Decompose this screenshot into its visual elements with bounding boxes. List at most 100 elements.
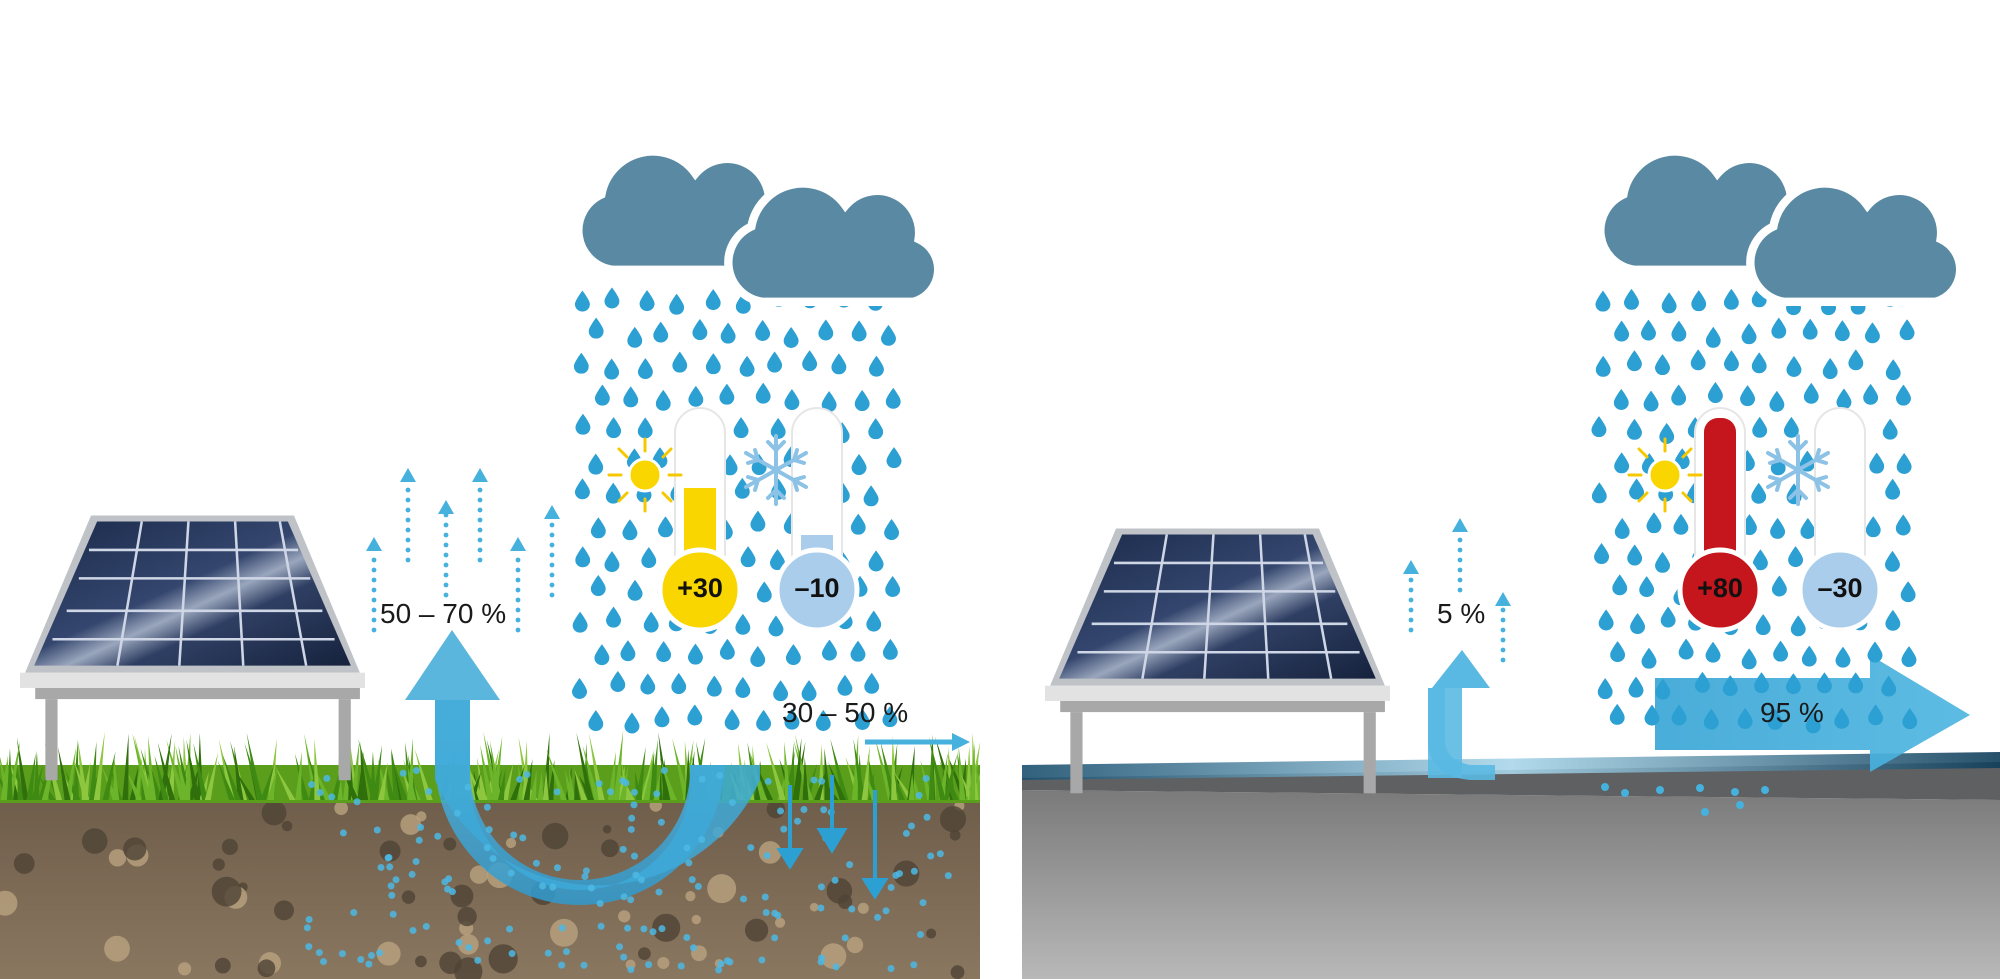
raindrop-icon (1627, 544, 1643, 566)
raindrop-icon (1740, 385, 1756, 407)
raindrop-icon (1691, 290, 1707, 312)
raindrop-icon (1802, 318, 1818, 340)
raindrop-icon (837, 674, 853, 696)
raindrop-icon (604, 287, 620, 309)
raindrop-icon (627, 579, 643, 601)
raindrop-icon (624, 712, 640, 734)
raindrop-icon (1895, 514, 1911, 536)
raindrop-icon (1751, 352, 1767, 374)
raindrop-icon (1678, 638, 1694, 660)
raindrop-icon (750, 510, 766, 532)
raindrop-icon (1816, 672, 1832, 694)
raindrop-icon (1594, 543, 1610, 565)
asphalt-edge (1022, 762, 2000, 800)
raindrop-icon (866, 610, 882, 632)
raindrop-icon (705, 353, 721, 375)
cold-temperature-label: –10 (794, 573, 840, 603)
raindrop-icon (1610, 641, 1626, 663)
raindrop-icon (1626, 418, 1642, 440)
raindrop-icon (1867, 641, 1883, 663)
raindrop-icon (1741, 648, 1757, 670)
raindrop-icon (1673, 513, 1689, 535)
raindrop-icon (1751, 482, 1767, 504)
raindrop-icon (863, 485, 879, 507)
raindrop-icon (735, 613, 751, 635)
raindrop-icon (851, 454, 867, 476)
raindrop-icon (719, 383, 735, 405)
raindrop-icon (1640, 319, 1656, 341)
raindrop-icon (1690, 349, 1706, 371)
raindrop-icon (1901, 646, 1917, 668)
raindrop-icon (1705, 641, 1721, 663)
raindrop-icon (590, 575, 606, 597)
cold-temperature-label: –30 (1817, 573, 1863, 603)
seepage-arrows (776, 775, 889, 900)
sun-icon (1627, 437, 1703, 513)
raindrop-icon (733, 417, 749, 439)
raindrop-icon (1755, 614, 1771, 636)
raindrop-icon (768, 615, 784, 637)
raindrop-icon (641, 547, 657, 569)
raindrop-icon (1705, 326, 1721, 348)
raindrop-icon (1671, 384, 1687, 406)
raindrop-icon (640, 673, 656, 695)
raindrop-icon (620, 640, 636, 662)
raindrop-icon (1591, 416, 1607, 438)
raindrop-icon (1790, 615, 1806, 637)
evaporation-curve-arrowhead (1432, 650, 1490, 688)
raindrop-icon (574, 290, 590, 312)
raindrop-icon (1741, 323, 1757, 345)
raindrop-icon (594, 384, 610, 406)
raindrop-icon (886, 447, 902, 469)
raindrop-icon (1707, 382, 1723, 404)
panel-divider (980, 0, 1022, 979)
raindrop-icon (1895, 384, 1911, 406)
raindrop-icon (1884, 550, 1900, 572)
right-panel (1022, 152, 2000, 979)
raindrop-icon (687, 643, 703, 665)
raindrop-icon (884, 519, 900, 541)
evaporation-arrows (366, 468, 560, 633)
raindrop-icon (1598, 609, 1614, 631)
raindrop-icon (1848, 672, 1864, 694)
raindrop-icon (588, 317, 604, 339)
raindrop-icon (627, 326, 643, 348)
raindrop-icon (1655, 354, 1670, 376)
cloud-icon (728, 184, 938, 302)
raindrop-icon (705, 289, 721, 311)
raindrop-icon (637, 358, 653, 380)
raindrop-icon (637, 417, 653, 439)
raindrop-icon (594, 644, 610, 666)
rain-drops (572, 285, 902, 734)
raindrop-icon (1613, 388, 1629, 410)
raindrop-icon (739, 355, 755, 377)
cloud-icon (1750, 184, 1960, 302)
raindrop-icon (575, 413, 591, 435)
raindrop-icon (1661, 292, 1677, 314)
thermometer-hot-icon (657, 407, 743, 633)
raindrop-icon (1896, 452, 1912, 474)
raindrop-icon (720, 322, 736, 344)
left-panel (0, 152, 986, 979)
raindrop-icon (643, 611, 659, 633)
raindrop-icon (1646, 512, 1662, 534)
splash-dots (1601, 783, 1769, 816)
raindrop-icon (740, 546, 756, 568)
raindrop-icon (1865, 516, 1881, 538)
raindrop-icon (1900, 581, 1916, 603)
runoff-percent-label: 95 % (1760, 697, 1824, 728)
hot-temperature-label: +30 (677, 573, 723, 603)
raindrop-icon (1659, 423, 1675, 445)
runoff-percent-label: 30 – 50 % (782, 697, 909, 728)
raindrop-icon (1801, 645, 1817, 667)
raindrop-icon (688, 385, 704, 407)
raindrop-icon (802, 350, 818, 372)
raindrop-icon (622, 519, 638, 541)
raindrop-icon (1591, 482, 1607, 504)
raindrop-icon (1612, 574, 1628, 596)
raindrop-icon (1885, 478, 1901, 500)
solar-panel-icon (20, 514, 365, 782)
raindrop-icon (1836, 388, 1852, 410)
evaporation-percent-label: 5 % (1437, 598, 1486, 629)
raindrop-icon (755, 319, 771, 341)
